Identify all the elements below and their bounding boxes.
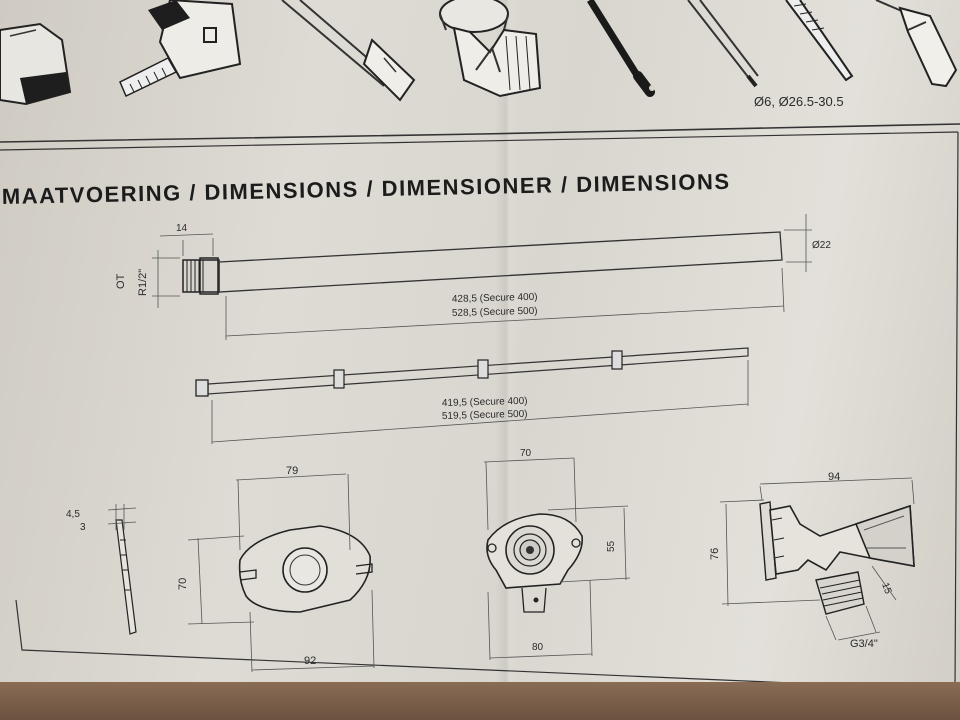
pipe-sleeve-icon — [439, 0, 542, 98]
drill-bit-sizes-label: Ø6, Ø26.5-30.5 — [754, 94, 844, 109]
valve-height-label: 76 — [709, 548, 721, 560]
drill-bit-icon — [687, 0, 759, 88]
hacksaw-icon — [281, 0, 416, 102]
section-frame-top — [0, 131, 959, 151]
valve-side-drawing: 94 76 15 G3/4" — [709, 471, 915, 650]
cardboard-box-edge — [0, 682, 960, 720]
tool-illustrations: Ø6, Ø26.5-30.5 — [0, 0, 958, 109]
rod-drawing: 419,5 (Secure 400) 519,5 (Secure 500) — [195, 347, 749, 444]
plate-width-bottom-label: 92 — [304, 655, 316, 667]
rod-length-500-label: 519,5 (Secure 500) — [442, 409, 528, 422]
section-frame-right — [954, 131, 959, 691]
drill-icon — [0, 22, 72, 106]
pipe-length-400-label: 428,5 (Secure 400) — [452, 292, 538, 305]
section-top-border — [0, 123, 960, 143]
file-tool-icon — [587, 0, 655, 97]
tape-measure-icon — [119, 0, 242, 98]
valve-width-label: 94 — [828, 471, 840, 483]
pipe-diameter-label: Ø22 — [812, 240, 831, 251]
pipe-thread-size-label: R1/2" — [137, 269, 149, 296]
plate-side-drawing: 4,5 3 — [66, 504, 137, 635]
valve-body-width-top-label: 70 — [520, 448, 532, 459]
valve-thread-label: G3/4" — [850, 638, 878, 650]
pipe-ot-label: OT — [115, 273, 127, 289]
plate-height-label: 70 — [177, 578, 189, 590]
paper-fold-crease — [495, 0, 519, 720]
screwdriver-icon — [875, 0, 958, 88]
valve-body-height-label: 55 — [606, 540, 617, 552]
section-title: MAATVOERING / DIMENSIONS / DIMENSIONER /… — [2, 169, 731, 209]
plate-side-depth-45-label: 4,5 — [66, 509, 80, 520]
plate-side-depth-3-label: 3 — [80, 522, 86, 533]
section-frame-bottom — [15, 599, 956, 691]
pipe-drawing: 14 OT R1/2" Ø22 428,5 (Secure 400) 528,5… — [115, 214, 831, 340]
pipe-thread-length-label: 14 — [176, 223, 188, 234]
rod-length-400-label: 419,5 (Secure 400) — [442, 396, 528, 409]
hole-saw-bit-icon — [785, 0, 854, 82]
pipe-length-500-label: 528,5 (Secure 500) — [452, 306, 538, 319]
valve-dim-15-label: 15 — [879, 581, 893, 596]
rosette-plate-drawing: 79 70 92 — [177, 465, 375, 673]
valve-body-drawing: 70 55 80 — [483, 448, 631, 661]
valve-body-width-bottom-label: 80 — [532, 642, 544, 653]
plate-width-top-label: 79 — [286, 465, 298, 477]
